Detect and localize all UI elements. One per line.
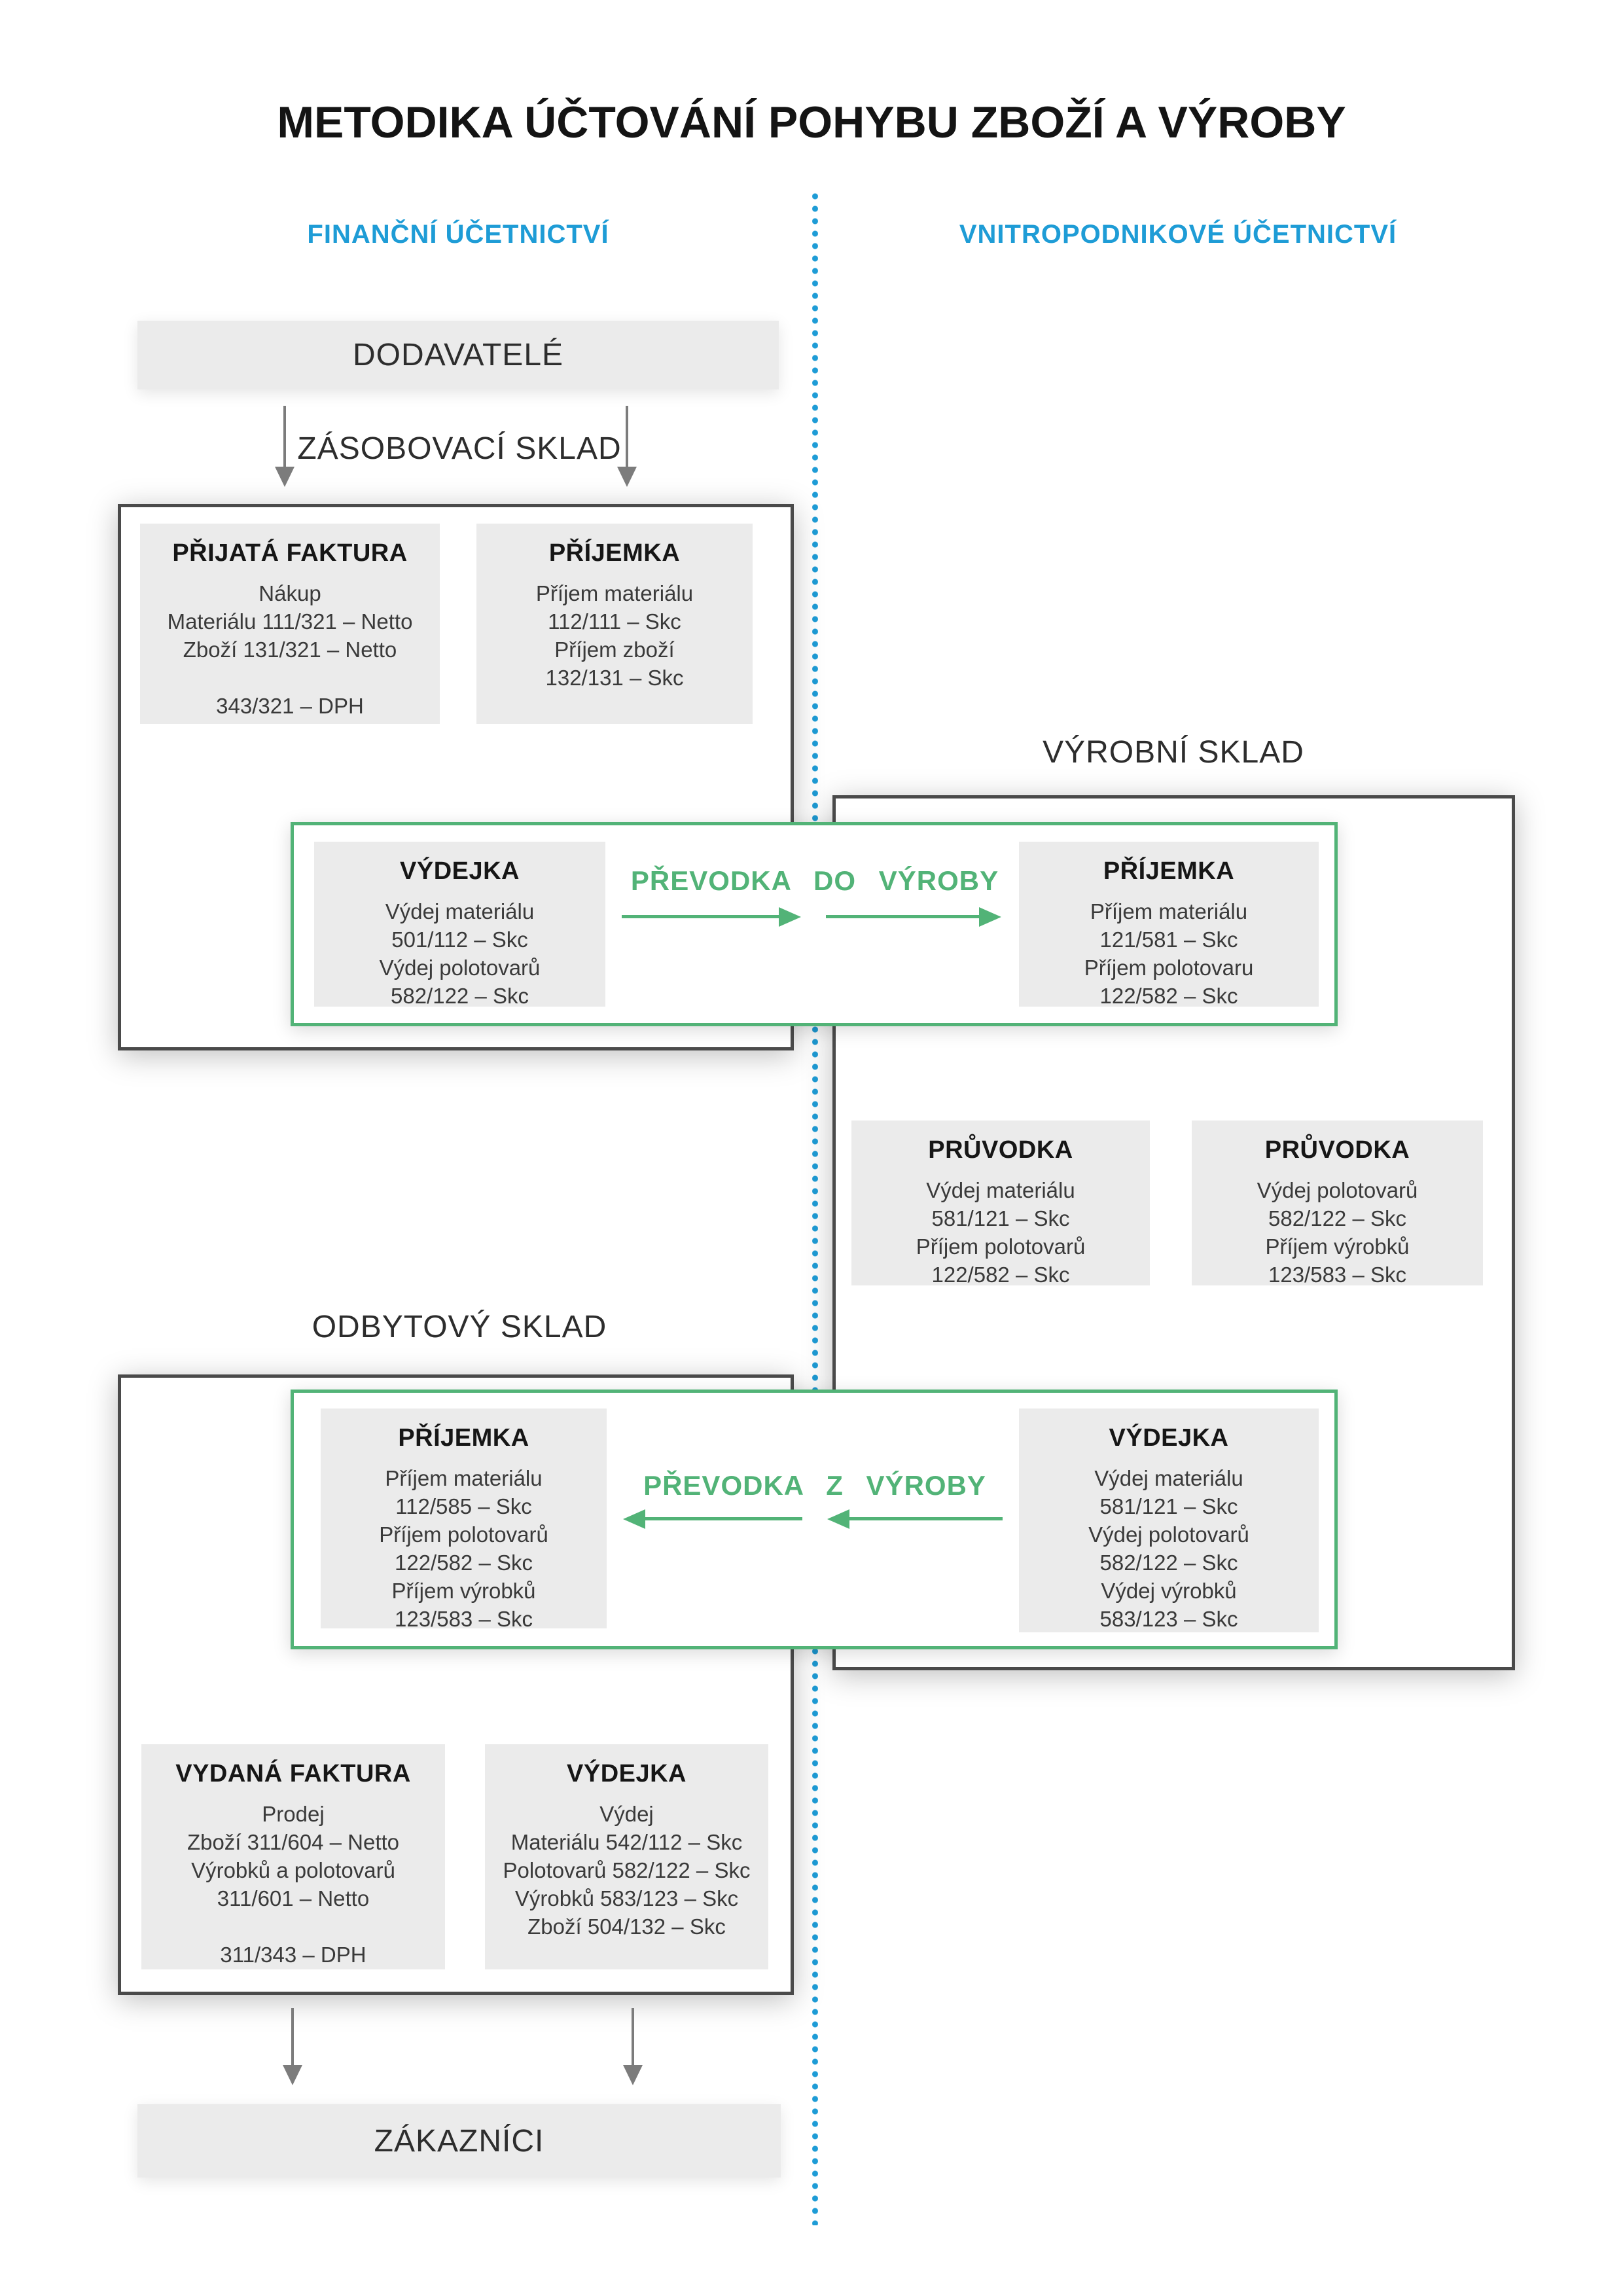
card-line: 121/581 – Skc xyxy=(1099,927,1238,952)
card-title: PRŮVODKA xyxy=(1264,1136,1410,1164)
right-arrow-icon xyxy=(826,915,979,918)
goods-receipt-production-card: PŘÍJEMKA Příjem materiálu 121/581 – Skc … xyxy=(1019,842,1319,1008)
card-line: Zboží 311/604 – Netto xyxy=(187,1830,400,1854)
routing-slip-card-2: PRŮVODKA Výdej polotovarů 582/122 – Skc … xyxy=(1192,1121,1483,1287)
card-line: 581/121 – Skc xyxy=(931,1206,1070,1230)
down-arrow-icon xyxy=(632,2008,634,2066)
issue-slip-customers-card: VÝDEJKA Výdej Materiálu 542/112 – Skc Po… xyxy=(485,1744,768,1969)
card-line: Zboží 504/132 – Skc xyxy=(527,1914,726,1939)
card-title: PŘÍJEMKA xyxy=(548,539,681,567)
card-line: Výdej polotovarů xyxy=(1088,1522,1249,1547)
suppliers-label: DODAVATELÉ xyxy=(352,338,564,372)
card-line: 582/122 – Skc xyxy=(391,984,529,1008)
card-line: 112/585 – Skc xyxy=(395,1494,532,1518)
card-line: Příjem polotovarů xyxy=(379,1522,548,1547)
card-line: Materiálu 111/321 – Netto xyxy=(167,609,413,634)
card-line: Výrobků 583/123 – Skc xyxy=(514,1886,739,1910)
card-line: 583/123 – Skc xyxy=(1099,1607,1238,1631)
card-title: VÝDEJKA xyxy=(1109,1424,1229,1452)
card-line: Příjem materiálu xyxy=(535,581,694,605)
card-line: Nákup xyxy=(259,581,321,605)
card-title: PRŮVODKA xyxy=(928,1136,1073,1164)
dotted-divider-line xyxy=(812,193,818,2225)
card-line: Výdej materiálu xyxy=(385,899,535,924)
page-title: METODIKA ÚČTOVÁNÍ POHYBU ZBOŽÍ A VÝROBY xyxy=(277,98,1346,147)
card-line: 581/121 – Skc xyxy=(1099,1494,1238,1518)
card-line: 122/582 – Skc xyxy=(1099,984,1238,1008)
card-line: Polotovarů 582/122 – Skc xyxy=(503,1858,751,1882)
routing-slip-card-1: PRŮVODKA Výdej materiálu 581/121 – Skc P… xyxy=(851,1121,1150,1287)
column-header-internal: VNITROPODNIKOVÉ ÚČETNICTVÍ xyxy=(959,220,1397,249)
production-warehouse-label: VÝROBNÍ SKLAD xyxy=(1043,735,1304,770)
card-line: 122/582 – Skc xyxy=(931,1263,1070,1287)
card-line: Zboží 131/321 – Netto xyxy=(183,637,397,662)
left-arrow-icon xyxy=(849,1517,1003,1520)
transfer-from-production-label: PŘEVODKA Z VÝROBY xyxy=(643,1470,986,1501)
supply-warehouse-label: ZÁSOBOVACÍ SKLAD xyxy=(297,431,622,466)
card-line: 123/583 – Skc xyxy=(395,1607,533,1631)
sales-warehouse-label: ODBYTOVÝ SKLAD xyxy=(312,1310,607,1344)
issue-slip-from-production-card: VÝDEJKA Výdej materiálu 581/121 – Skc Vý… xyxy=(1019,1408,1319,1632)
card-line: Výdej výrobků xyxy=(1101,1579,1237,1603)
card-line: 582/122 – Skc xyxy=(1099,1551,1238,1575)
customers-label: ZÁKAZNÍCI xyxy=(374,2123,544,2159)
card-title: PŘÍJEMKA xyxy=(1103,857,1235,885)
card-title: VÝDEJKA xyxy=(567,1760,687,1787)
card-line: Příjem polotovaru xyxy=(1084,956,1254,980)
card-line: 123/583 – Skc xyxy=(1268,1263,1406,1287)
issue-slip-to-production-card: VÝDEJKA Výdej materiálu 501/112 – Skc Vý… xyxy=(314,842,605,1008)
card-line: Příjem polotovarů xyxy=(916,1234,1086,1259)
card-title: PŘÍJEMKA xyxy=(398,1424,529,1452)
card-line: 122/582 – Skc xyxy=(395,1551,533,1575)
card-line: Příjem zboží xyxy=(554,637,675,662)
card-line: 501/112 – Skc xyxy=(391,927,528,952)
down-arrow-icon xyxy=(283,406,286,467)
card-line: 343/321 – DPH xyxy=(216,694,364,718)
card-line: Příjem materiálu xyxy=(1090,899,1248,924)
card-line: 311/601 – Netto xyxy=(217,1886,370,1910)
card-line: Výdej materiálu xyxy=(1094,1466,1243,1490)
right-arrow-icon xyxy=(622,915,779,918)
card-line: Výrobků a polotovarů xyxy=(191,1858,395,1882)
card-line: Příjem výrobků xyxy=(1265,1234,1410,1259)
card-title: VÝDEJKA xyxy=(400,857,520,885)
left-arrow-icon xyxy=(645,1517,802,1520)
card-line: 112/111 – Skc xyxy=(548,609,681,634)
transfer-to-production-label: PŘEVODKA DO VÝROBY xyxy=(630,865,999,896)
customers-box: ZÁKAZNÍCI xyxy=(137,2104,781,2178)
card-line: Výdej polotovarů xyxy=(379,956,541,980)
card-line: 582/122 – Skc xyxy=(1268,1206,1406,1230)
issued-invoice-card: VYDANÁ FAKTURA Prodej Zboží 311/604 – Ne… xyxy=(141,1744,445,1969)
down-arrow-icon xyxy=(291,2008,294,2066)
card-line: Výdej polotovarů xyxy=(1257,1178,1418,1202)
card-title: VYDANÁ FAKTURA xyxy=(175,1760,411,1787)
card-line: Výdej xyxy=(599,1802,654,1826)
goods-receipt-sales-card: PŘÍJEMKA Příjem materiálu 112/585 – Skc … xyxy=(321,1408,607,1631)
card-line xyxy=(141,1912,445,1941)
down-arrow-icon xyxy=(626,406,628,467)
column-header-financial: FINANČNÍ ÚČETNICTVÍ xyxy=(307,220,609,249)
received-invoice-card: PŘIJATÁ FAKTURA Nákup Materiálu 111/321 … xyxy=(140,524,440,724)
card-line: Příjem výrobků xyxy=(391,1579,536,1603)
suppliers-box: DODAVATELÉ xyxy=(137,321,779,389)
card-line: 311/343 – DPH xyxy=(220,1943,366,1967)
card-line: Materiálu 542/112 – Skc xyxy=(510,1830,743,1854)
card-line: Výdej materiálu xyxy=(926,1178,1075,1202)
card-line: Příjem materiálu xyxy=(385,1466,543,1490)
card-line xyxy=(140,664,440,692)
card-line: 132/131 – Skc xyxy=(545,666,684,690)
goods-receipt-supply-card: PŘÍJEMKA Příjem materiálu 112/111 – Skc … xyxy=(476,524,753,724)
card-line: Prodej xyxy=(262,1802,325,1826)
card-title: PŘIJATÁ FAKTURA xyxy=(172,539,408,567)
